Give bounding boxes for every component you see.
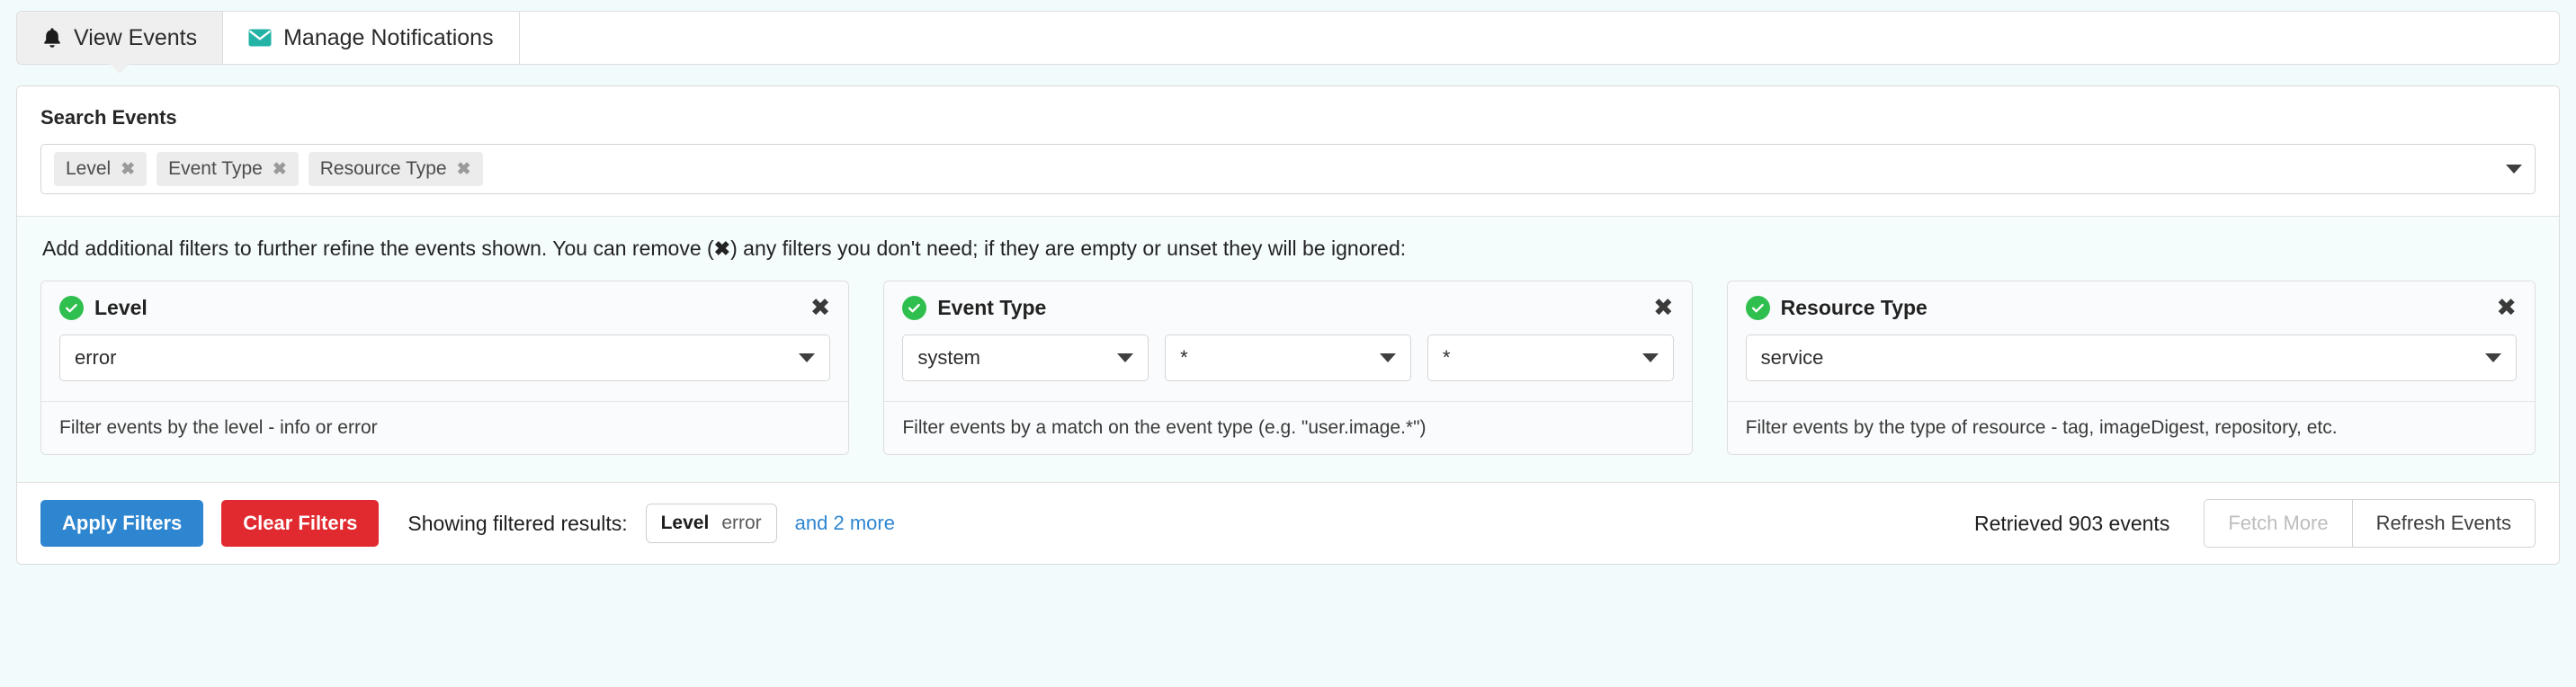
close-icon[interactable]: ✖ — [272, 159, 287, 179]
close-icon[interactable]: ✖ — [809, 294, 831, 322]
search-token-list: Level ✖ Event Type ✖ Resource Type ✖ — [54, 152, 2493, 186]
search-token-event-type[interactable]: Event Type ✖ — [157, 152, 299, 186]
active-filter-chip[interactable]: Level error — [645, 504, 777, 543]
filter-card-level: Level ✖ error Filter events by the level… — [40, 281, 850, 455]
chevron-down-icon — [799, 353, 816, 362]
filter-card-event-type: Event Type ✖ system * * — [883, 281, 1693, 455]
check-circle-icon — [1745, 296, 1770, 320]
card-help-text: Filter events by the level - info or err… — [41, 401, 849, 454]
events-panel: Search Events Level ✖ Event Type ✖ Resou… — [16, 85, 2560, 565]
token-label: Resource Type — [319, 158, 447, 179]
search-section: Search Events Level ✖ Event Type ✖ Resou… — [17, 86, 2559, 216]
filter-card-resource-type: Resource Type ✖ service Filter events by… — [1726, 281, 2536, 455]
card-title: Level — [94, 296, 148, 319]
tab-view-events[interactable]: View Events — [17, 12, 224, 64]
close-icon[interactable]: ✖ — [121, 159, 136, 179]
token-label: Level — [66, 158, 112, 179]
envelope-icon — [248, 29, 272, 47]
card-header: Event Type ✖ — [884, 281, 1692, 329]
card-help-text: Filter events by the type of resource - … — [1727, 401, 2535, 454]
search-token-level[interactable]: Level ✖ — [54, 152, 148, 186]
filter-card-list: Level ✖ error Filter events by the level… — [40, 281, 2536, 455]
chevron-down-icon[interactable] — [2506, 165, 2522, 174]
and-more-link[interactable]: and 2 more — [794, 512, 895, 534]
search-input[interactable]: Level ✖ Event Type ✖ Resource Type ✖ — [40, 144, 2536, 194]
bell-icon — [42, 27, 62, 49]
close-icon: ✖ — [713, 237, 731, 260]
filters-help-text: Add additional filters to further refine… — [42, 236, 2536, 261]
card-body: error — [41, 329, 849, 401]
search-token-resource-type[interactable]: Resource Type ✖ — [308, 152, 483, 186]
check-circle-icon — [902, 296, 927, 320]
close-icon[interactable]: ✖ — [1653, 294, 1674, 322]
chevron-down-icon — [1117, 353, 1134, 362]
close-icon[interactable]: ✖ — [456, 159, 471, 179]
token-label: Event Type — [168, 158, 263, 179]
chevron-down-icon — [1641, 353, 1659, 362]
select-value: error — [75, 346, 117, 369]
clear-filters-button[interactable]: Clear Filters — [221, 500, 380, 547]
tab-bar: View Events Manage Notifications — [16, 11, 2560, 65]
search-events-title: Search Events — [40, 106, 177, 129]
select-value: * — [1180, 346, 1188, 369]
card-header: Resource Type ✖ — [1727, 281, 2535, 329]
select-value: service — [1760, 346, 1824, 369]
showing-results-label: Showing filtered results: — [407, 511, 628, 535]
chip-value: error — [721, 513, 762, 533]
card-header: Level ✖ — [41, 281, 849, 329]
card-title: Resource Type — [1780, 296, 1928, 319]
tab-label: Manage Notifications — [283, 24, 494, 50]
select-value: system — [917, 346, 981, 369]
apply-filters-button[interactable]: Apply Filters — [40, 500, 204, 547]
chevron-down-icon — [1379, 353, 1396, 362]
check-circle-icon — [59, 296, 84, 320]
event-type-select-3[interactable]: * — [1427, 335, 1674, 381]
level-select[interactable]: error — [59, 335, 831, 381]
event-type-select-2[interactable]: * — [1165, 335, 1411, 381]
refresh-events-button[interactable]: Refresh Events — [2351, 499, 2536, 548]
help-text-after: ) any filters you don't need; if they ar… — [730, 236, 1407, 260]
card-title: Event Type — [937, 296, 1047, 319]
tab-manage-notifications[interactable]: Manage Notifications — [223, 12, 520, 64]
chip-key: Level — [660, 513, 710, 533]
resource-type-select[interactable]: service — [1745, 335, 2517, 381]
tab-label: View Events — [74, 24, 198, 50]
fetch-more-button[interactable]: Fetch More — [2204, 499, 2352, 548]
card-body: service — [1727, 329, 2535, 401]
event-type-select-1[interactable]: system — [902, 335, 1149, 381]
filters-section: Add additional filters to further refine… — [17, 216, 2559, 483]
select-value: * — [1442, 346, 1451, 369]
card-help-text: Filter events by a match on the event ty… — [884, 401, 1692, 454]
card-body: system * * — [884, 329, 1692, 401]
chevron-down-icon — [2484, 353, 2501, 362]
action-bar: Apply Filters Clear Filters Showing filt… — [17, 483, 2559, 564]
help-text-before: Add additional filters to further refine… — [42, 236, 714, 260]
pagination-button-group: Fetch More Refresh Events — [2204, 499, 2536, 548]
retrieved-count-label: Retrieved 903 events — [1973, 511, 2170, 535]
close-icon[interactable]: ✖ — [2496, 294, 2517, 322]
